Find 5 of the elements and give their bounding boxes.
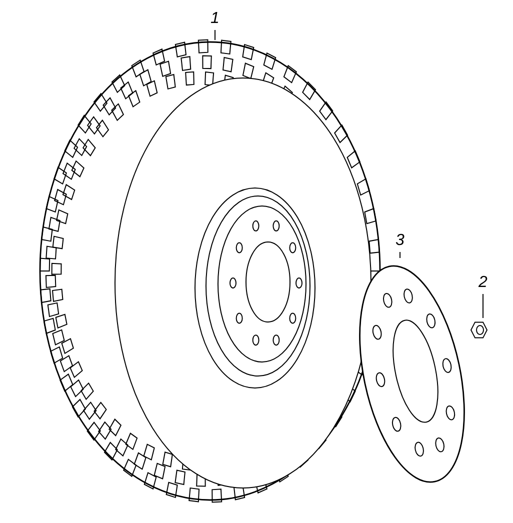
callout-number: 3 — [392, 232, 408, 250]
callout-number: 1 — [207, 10, 223, 28]
leader-line — [482, 294, 484, 318]
callout-number: 2 — [475, 274, 491, 292]
leader-line — [214, 30, 216, 40]
